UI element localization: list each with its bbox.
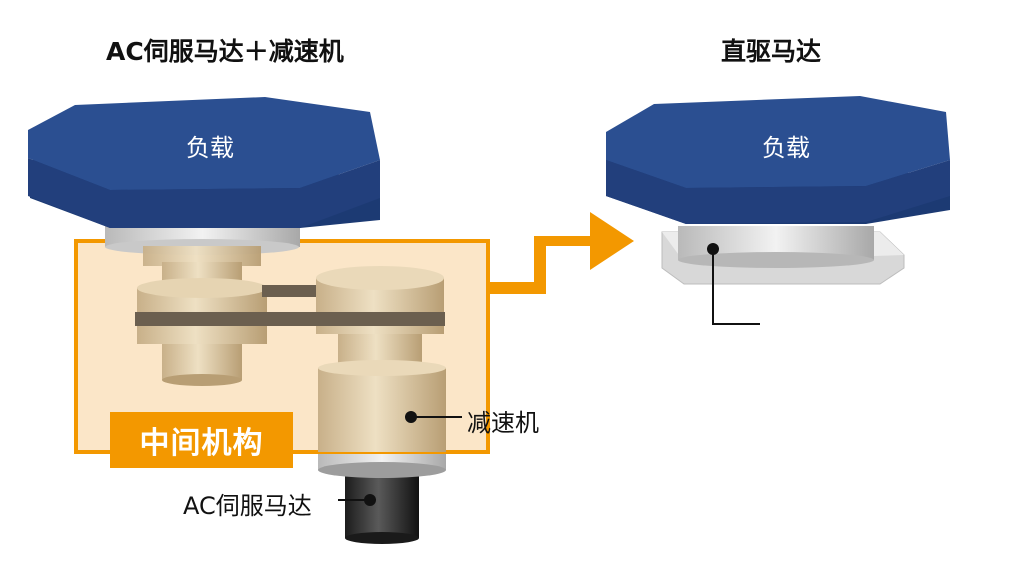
right-load-label: 负载 [762,134,810,162]
motor-callout [338,494,376,506]
reducer-callout [405,411,462,423]
intermediate-mechanism-badge: 中间机构 [110,412,293,468]
direct-drive-callout [707,243,760,325]
ac-servo-motor-label: AC伺服马达 [183,492,312,520]
motor-flange [318,450,446,478]
drive-belt-front [135,312,445,326]
left-load-label: 负载 [186,134,234,162]
ac-servo-motor [345,468,419,544]
left-load-plate [28,97,380,228]
right-load-plate [606,96,950,224]
transition-arrow [488,212,634,294]
left-title: AC伺服马达＋减速机 [106,37,344,66]
right-title: 直驱马达 [721,37,822,66]
reducer-label: 减速机 [467,409,539,437]
direct-drive-motor-housing [661,226,905,285]
